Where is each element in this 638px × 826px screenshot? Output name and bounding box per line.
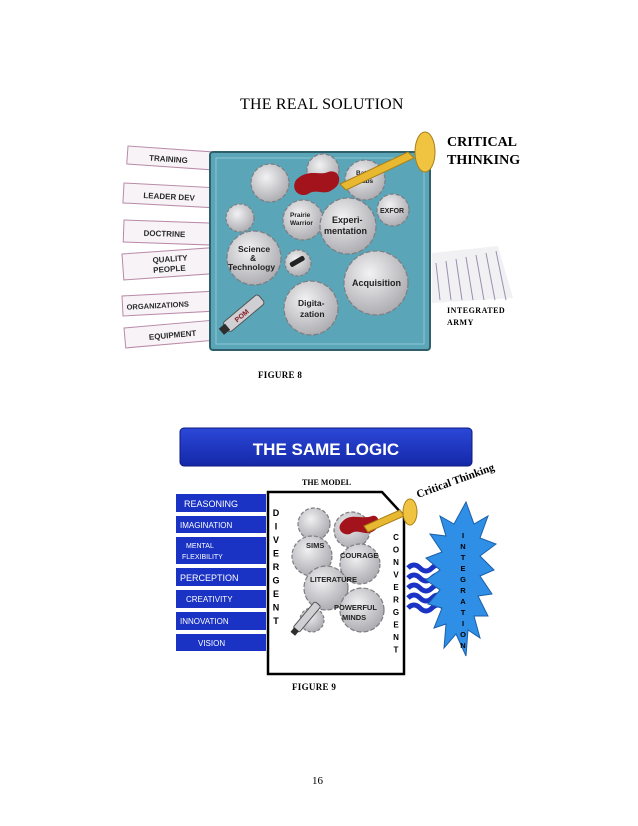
divergent-letter: T <box>273 616 279 626</box>
figure-9-caption: FIGURE 9 <box>292 682 337 692</box>
gear-minds: MINDS <box>342 613 366 622</box>
integration-letter: T <box>461 608 466 617</box>
convergent-letter: V <box>393 571 399 580</box>
label-organizations: ORGANIZATIONS <box>126 300 189 312</box>
integration-letter: E <box>460 564 465 573</box>
convergent-letter: N <box>393 558 399 567</box>
gear-exfor: EXFOR <box>380 208 404 215</box>
figure-9-diagram: THE SAME LOGIC REASONING IMAGINATION MEN… <box>176 427 498 676</box>
fig9-wrench-icon <box>290 601 321 636</box>
fig8-blood-splash <box>294 171 340 196</box>
gear-experimentation-2: mentation <box>324 226 367 236</box>
divergent-letter: I <box>275 522 278 532</box>
fig9-model-label: THE MODEL <box>302 478 351 487</box>
gear-literature: LITERATURE <box>310 575 357 584</box>
fig8-critical-label-1: CRITICAL <box>447 135 518 150</box>
divergent-letter: E <box>273 589 279 599</box>
gear-courage: COURAGE <box>340 551 378 560</box>
convergent-letter: O <box>393 546 399 555</box>
label-imagination: IMAGINATION <box>180 521 233 530</box>
figure-8-diagram: TRAINING LEADER DEV DOCTRINE QUALITY PEO… <box>121 131 513 351</box>
convergent-letter: C <box>393 533 399 542</box>
gear-experimentation-1: Experi- <box>332 215 363 225</box>
fig8-integrated-label-1: INTEGRATED <box>447 306 506 315</box>
convergent-letter: E <box>393 621 399 630</box>
integration-letter: I <box>462 619 464 628</box>
convergent-letter: R <box>393 596 399 605</box>
label-quality: QUALITY <box>152 253 188 264</box>
figure-8-caption: FIGURE 8 <box>258 370 303 380</box>
gear-digitization-1: Digita- <box>298 298 325 308</box>
divergent-letter: E <box>273 549 279 559</box>
label-flexibility: FLEXIBILITY <box>182 554 223 561</box>
integration-letter: T <box>461 553 466 562</box>
convergent-letter: N <box>393 633 399 642</box>
divergent-letter: R <box>273 562 280 572</box>
label-leader-dev: LEADER DEV <box>143 191 196 203</box>
integration-letter: O <box>460 630 466 639</box>
fig8-critical-label-2: THINKING <box>447 153 521 168</box>
gear-science: Science <box>238 244 270 254</box>
integration-letter: I <box>462 531 464 540</box>
fig9-critical-label: Critical Thinking <box>415 461 497 500</box>
integration-letter: N <box>460 542 465 551</box>
svg-text:Prairie: Prairie <box>290 212 311 219</box>
fig8-input-labels: TRAINING LEADER DEV DOCTRINE QUALITY PEO… <box>121 145 218 349</box>
label-mental: MENTAL <box>186 543 214 550</box>
svg-text:&: & <box>250 253 256 263</box>
fig8-funnel-icon <box>339 131 436 191</box>
label-people: PEOPLE <box>153 264 187 275</box>
divergent-letter: D <box>273 508 280 518</box>
integration-letter: R <box>460 586 466 595</box>
page-number: 16 <box>312 775 323 787</box>
gear-digitization-2: zation <box>300 309 325 319</box>
gear-sims: SIMS <box>306 541 324 550</box>
fig8-output-strips <box>432 246 513 303</box>
label-vision: VISION <box>198 639 225 648</box>
svg-text:Warrior: Warrior <box>290 220 313 227</box>
gear-technology: Technology <box>228 262 275 272</box>
gear-acquisition: Acquisition <box>352 278 401 288</box>
svg-text:Labs: Labs <box>358 178 374 185</box>
divergent-letter: N <box>273 603 280 613</box>
fig9-banner-title: THE SAME LOGIC <box>253 440 399 459</box>
integration-letter: N <box>460 641 465 650</box>
fig9-input-labels: REASONING IMAGINATION MENTAL FLEXIBILITY… <box>176 494 266 651</box>
fig9-integration-burst <box>425 500 498 657</box>
convergent-letter: E <box>393 583 399 592</box>
label-doctrine: DOCTRINE <box>143 229 186 239</box>
label-innovation: INNOVATION <box>180 617 229 626</box>
label-equipment: EQUIPMENT <box>149 329 197 342</box>
label-perception: PERCEPTION <box>180 573 239 583</box>
convergent-letter: T <box>394 646 399 655</box>
page-title: THE REAL SOLUTION <box>240 96 404 113</box>
label-training: TRAINING <box>149 154 188 166</box>
label-reasoning: REASONING <box>184 499 238 509</box>
divergent-letter: V <box>273 535 279 545</box>
fig9-funnel-icon <box>363 498 418 533</box>
label-creativity: CREATIVITY <box>186 595 233 604</box>
gear-powerful: POWERFUL <box>334 603 377 612</box>
divergent-letter: G <box>272 576 279 586</box>
integration-letter: A <box>460 597 466 606</box>
convergent-letter: G <box>393 608 399 617</box>
fig8-integrated-label-2: ARMY <box>447 318 474 327</box>
integration-letter: G <box>460 575 466 584</box>
fig9-banner <box>179 427 473 467</box>
